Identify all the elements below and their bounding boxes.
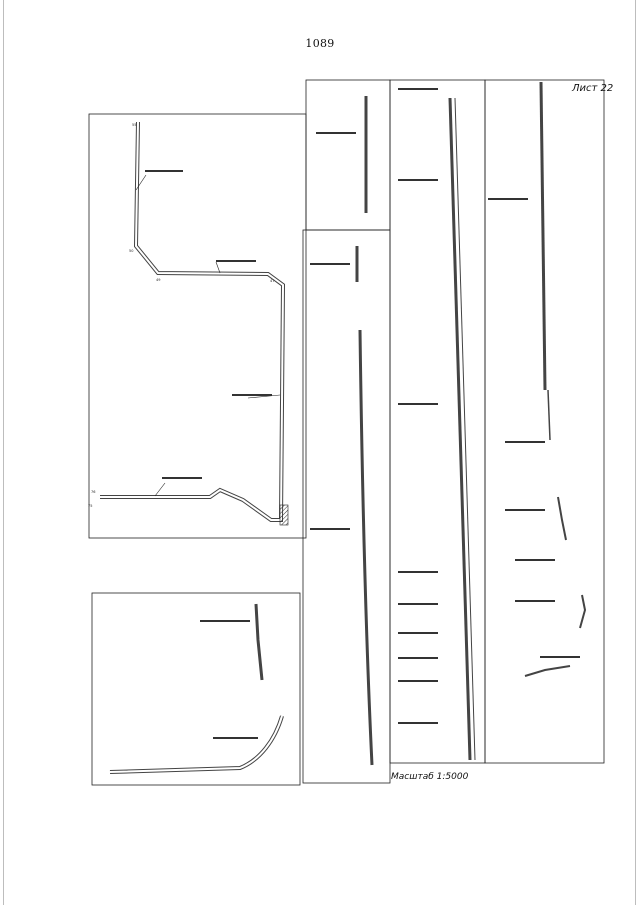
panel-a-frame	[88, 113, 307, 539]
panel-f-road	[488, 81, 587, 677]
sheet-label: Лист 22	[572, 83, 614, 94]
panel-f-frame	[484, 79, 605, 764]
right-scan-edge	[635, 0, 636, 905]
svg-text:76: 76	[91, 490, 95, 494]
panel-a-marks: 55 50 49 47 76 75	[88, 123, 274, 508]
panel-d-road	[310, 246, 374, 766]
panel-c-frame	[305, 79, 391, 231]
svg-text:49: 49	[156, 278, 160, 282]
panel-c-road	[316, 96, 368, 213]
svg-text:55: 55	[132, 123, 136, 127]
svg-text:47: 47	[270, 279, 274, 283]
panel-e-road	[398, 88, 476, 761]
page-number: 1089	[305, 37, 335, 50]
panel-d-frame	[302, 229, 391, 784]
left-scan-edge	[3, 0, 4, 905]
scale-label: Масштаб 1:5000	[391, 772, 469, 782]
svg-text:50: 50	[129, 249, 133, 253]
panel-e-frame	[389, 79, 486, 764]
panel-b-road	[109, 603, 284, 774]
svg-text:75: 75	[88, 504, 92, 508]
panel-a-road	[100, 121, 289, 526]
panel-b-frame	[91, 592, 301, 786]
